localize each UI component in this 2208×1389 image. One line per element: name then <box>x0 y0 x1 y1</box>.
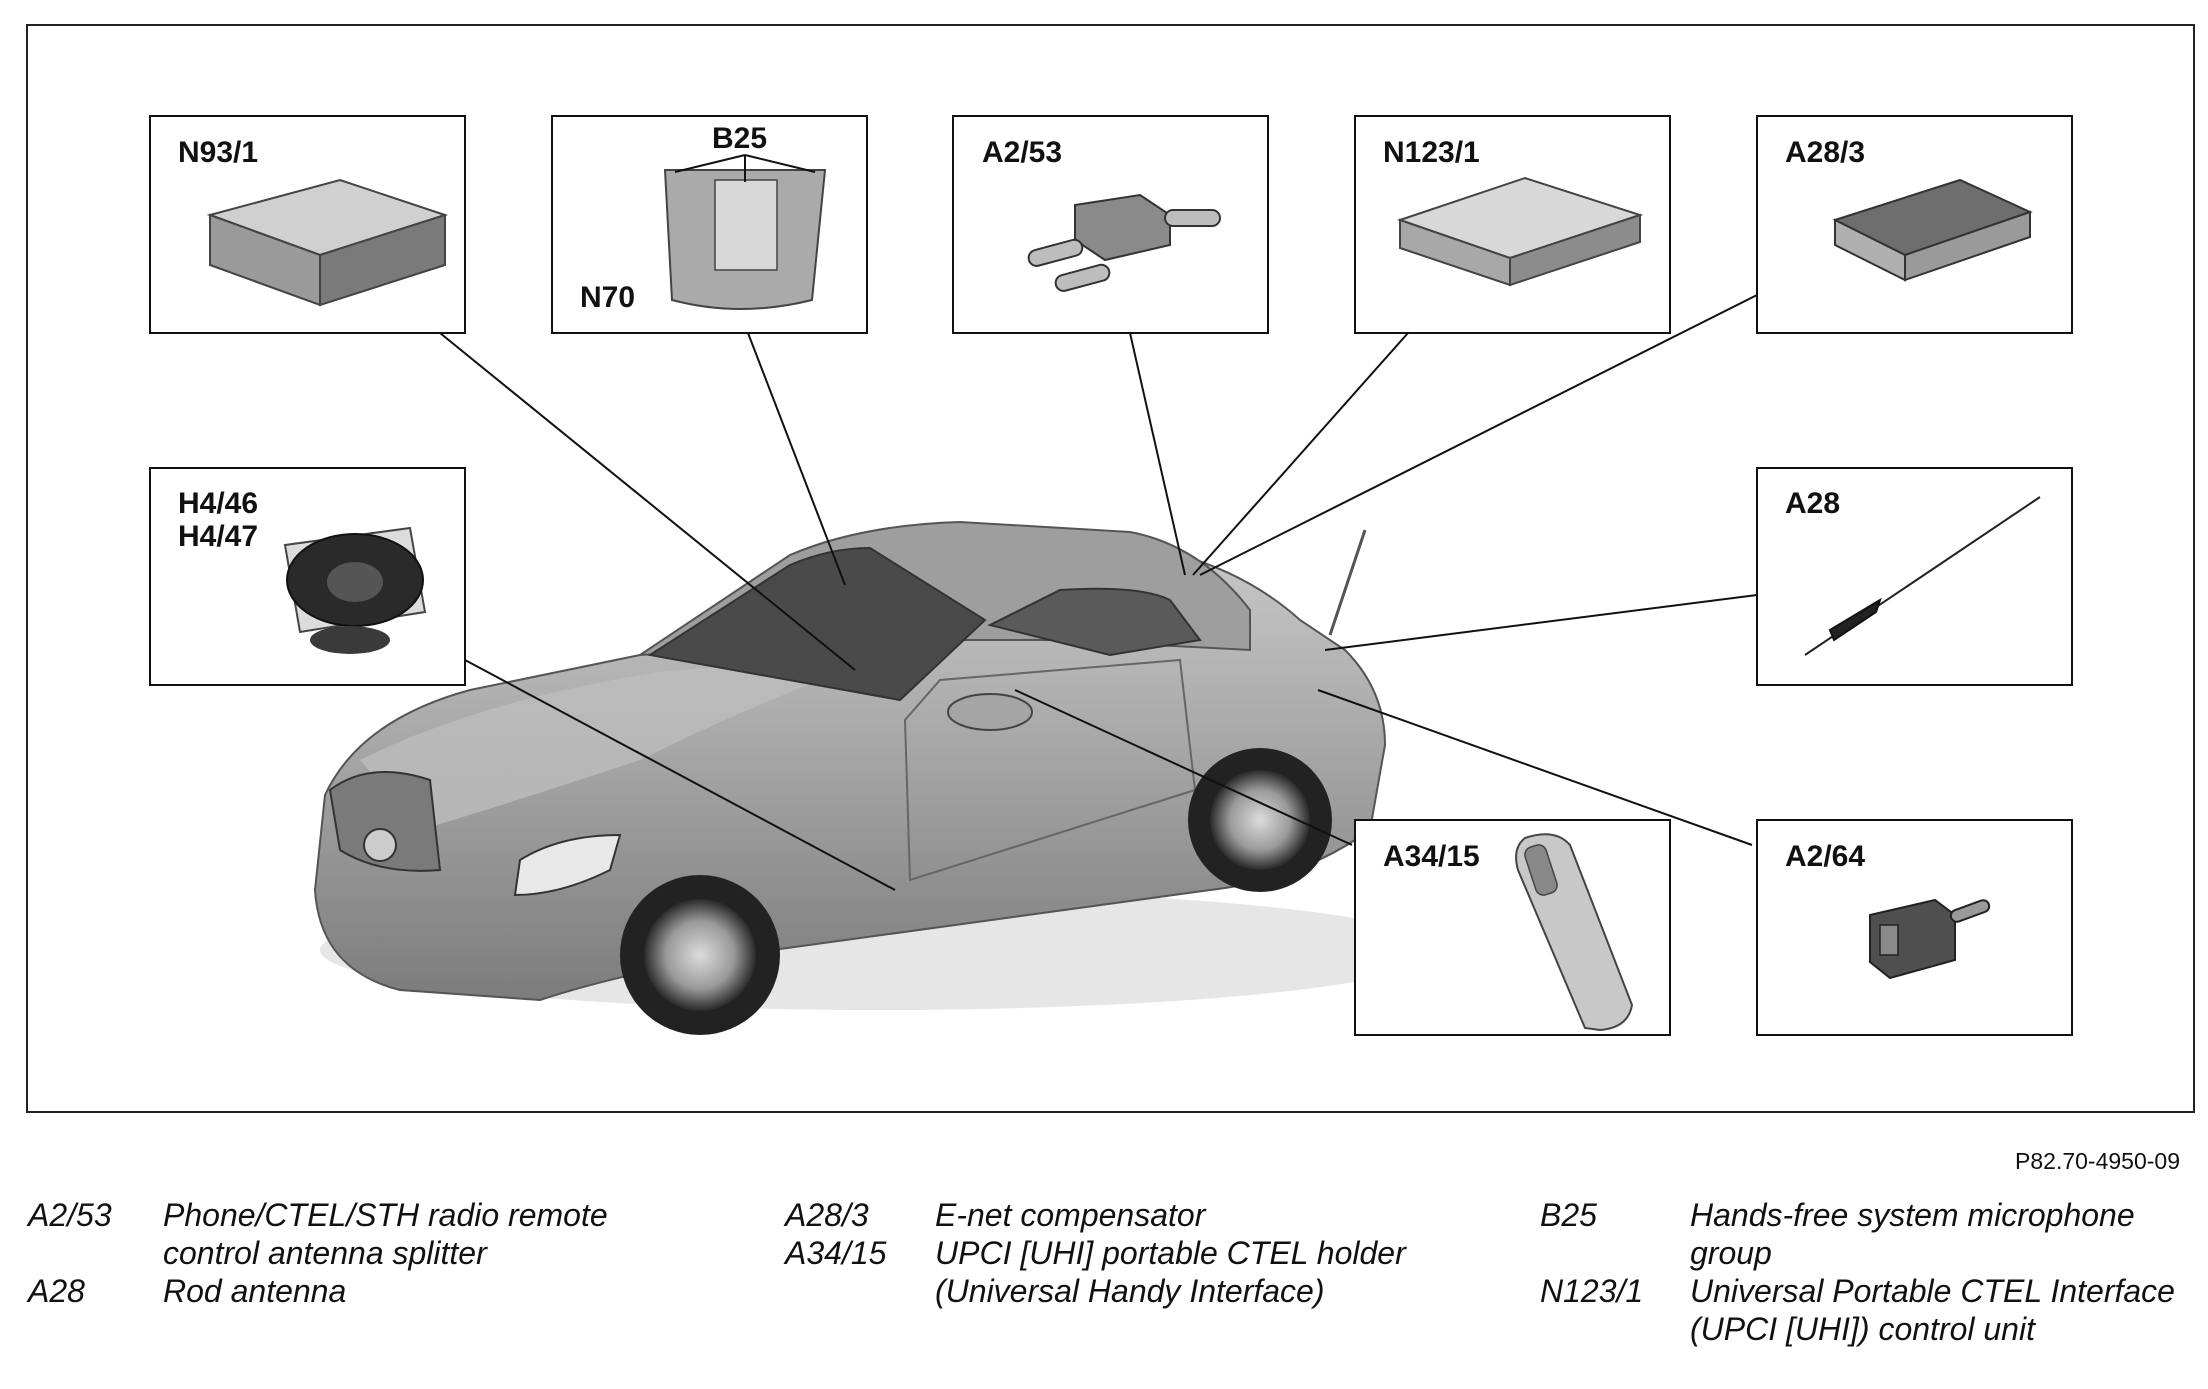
callout-a2-53: A2/53 <box>952 115 1269 334</box>
callout-a34-15: A34/15 <box>1354 819 1671 1036</box>
label-a28: A28 <box>1785 487 1840 520</box>
callout-n93-1: N93/1 <box>149 115 466 334</box>
car-illustration <box>313 520 1440 1035</box>
legend-item: A34/15 UPCI [UHI] portable CTEL holder (… <box>785 1234 1406 1310</box>
label-a2-64: A2/64 <box>1785 840 1865 873</box>
label-b25: B25 <box>712 122 767 155</box>
callout-a28: A28 <box>1756 467 2073 686</box>
callout-a2-64: A2/64 <box>1756 819 2073 1036</box>
callout-h4-46-h4-47: H4/46 H4/47 <box>149 467 466 686</box>
speaker-icon <box>283 526 427 654</box>
legend-item: A2/53 Phone/CTEL/STH radio remote contro… <box>28 1196 608 1272</box>
figure-reference-number: P82.70-4950-09 <box>2015 1148 2180 1174</box>
label-a34-15: A34/15 <box>1383 840 1480 873</box>
callout-a28-3: A28/3 <box>1756 115 2073 334</box>
label-a2-53: A2/53 <box>982 136 1062 169</box>
callout-n123-1: N123/1 <box>1354 115 1671 334</box>
antenna-splitter-icon <box>1027 193 1221 292</box>
overhead-console-icon <box>663 154 827 310</box>
antenna-amplifier-icon <box>1869 898 1991 980</box>
legend-key: A2/53 <box>28 1197 112 1233</box>
phone-holder-icon <box>1515 833 1634 1032</box>
label-a28-3: A28/3 <box>1785 136 1865 169</box>
callout-b25-n70: B25 N70 <box>551 115 868 334</box>
label-h4-47: H4/47 <box>178 520 258 553</box>
leader-lines <box>439 294 1758 891</box>
component-location-diagram: N93/1 B25 N70 A2/53 N123/ <box>26 24 2195 1113</box>
interface-control-unit-icon <box>1396 176 1644 287</box>
label-h4-46: H4/46 <box>178 487 258 520</box>
legend-key: A28/3 <box>785 1197 869 1233</box>
legend-description: UPCI [UHI] portable CTEL holder (Univers… <box>935 1235 1406 1309</box>
legend-key: A34/15 <box>785 1235 887 1271</box>
label-n123-1: N123/1 <box>1383 136 1480 169</box>
legend-description: Hands-free system microphone group <box>1690 1197 2135 1271</box>
legend-key: B25 <box>1540 1197 1597 1233</box>
legend-description: Phone/CTEL/STH radio remote control ante… <box>163 1197 608 1271</box>
legend-item: A28/3 E-net compensator <box>785 1196 1406 1234</box>
legend-item: A28 Rod antenna <box>28 1272 608 1310</box>
legend-column-3: B25 Hands-free system microphone group N… <box>1540 1196 2175 1348</box>
label-n93-1: N93/1 <box>178 136 258 169</box>
legend-description: Rod antenna <box>163 1273 347 1309</box>
legend-item: N123/1 Universal Portable CTEL Interface… <box>1540 1272 2175 1348</box>
rod-antenna-icon <box>1804 496 2041 656</box>
legend-item: B25 Hands-free system microphone group <box>1540 1196 2175 1272</box>
control-unit-icon <box>206 178 449 307</box>
legend-column-1: A2/53 Phone/CTEL/STH radio remote contro… <box>28 1196 608 1310</box>
label-n70: N70 <box>580 281 635 314</box>
legend-key: N123/1 <box>1540 1273 1644 1309</box>
legend-description: Universal Portable CTEL Interface (UPCI … <box>1690 1273 2175 1347</box>
legend-description: E-net compensator <box>935 1197 1206 1233</box>
legend-key: A28 <box>28 1273 85 1309</box>
legend-column-2: A28/3 E-net compensator A34/15 UPCI [UHI… <box>785 1196 1406 1310</box>
compensator-icon <box>1832 178 2033 282</box>
